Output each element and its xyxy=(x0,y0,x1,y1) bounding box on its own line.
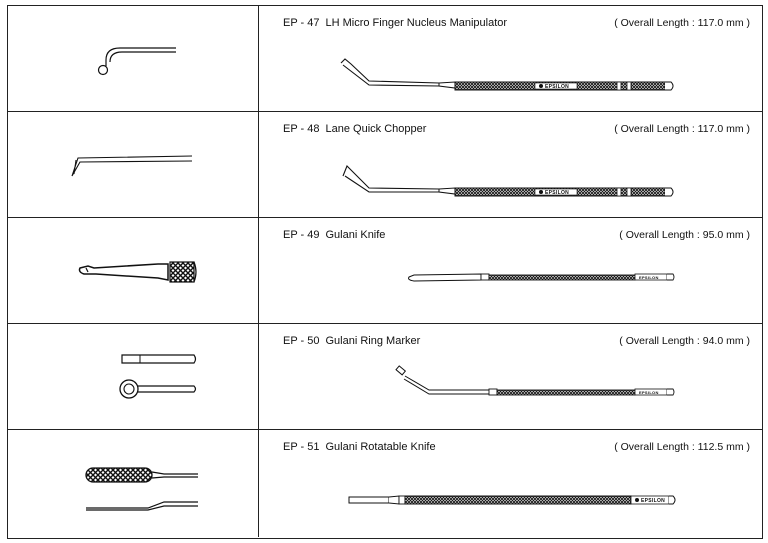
product-code: EP - 47 xyxy=(283,17,320,29)
product-name: Lane Quick Chopper xyxy=(325,123,427,135)
overall-length: ( Overall Length : 117.0 mm ) xyxy=(614,123,750,135)
overall-length: ( Overall Length : 112.5 mm ) xyxy=(614,441,750,453)
overall-length: ( Overall Length : 94.0 mm ) xyxy=(619,335,750,347)
brand-mark: EPSILON xyxy=(639,390,659,395)
product-code: EP - 51 xyxy=(283,441,320,453)
tip-detail-cell xyxy=(8,6,259,111)
tip-detail-cell xyxy=(8,112,259,217)
product-info-cell: EP - 49 Gulani Knife ( Overall Length : 9… xyxy=(259,218,762,323)
instrument-drawing-ep50: EPSILON xyxy=(395,365,675,396)
catalog-table: EP - 47 LH Micro Finger Nucleus Manipulat… xyxy=(7,5,763,539)
product-code: EP - 50 xyxy=(283,335,320,347)
product-name: Gulani Knife xyxy=(325,229,386,241)
tip-detail-cell xyxy=(8,218,259,323)
brand-mark: EPSILON xyxy=(545,190,569,196)
product-title: EP - 51 Gulani Rotatable Knife xyxy=(283,441,436,453)
instrument-drawing-ep48: EPSILON xyxy=(342,165,674,197)
instrument-drawing-ep49: EPSILON xyxy=(408,273,675,282)
product-title: EP - 50 Gulani Ring Marker xyxy=(283,335,420,347)
instrument-drawing-ep47: EPSILON xyxy=(340,58,674,91)
tip-detail-cell xyxy=(8,324,259,429)
product-title: EP - 47 LH Micro Finger Nucleus Manipulat… xyxy=(283,17,507,29)
catalog-row-ep47: EP - 47 LH Micro Finger Nucleus Manipulat… xyxy=(8,6,762,112)
brand-mark: EPSILON xyxy=(641,498,665,504)
product-info-cell: EP - 47 LH Micro Finger Nucleus Manipulat… xyxy=(259,6,762,111)
instrument-drawing-ep51: EPSILON xyxy=(348,495,676,505)
product-info-cell: EP - 50 Gulani Ring Marker ( Overall Leng… xyxy=(259,324,762,429)
product-title: EP - 49 Gulani Knife xyxy=(283,229,385,241)
catalog-row-ep48: EP - 48 Lane Quick Chopper ( Overall Leng… xyxy=(8,112,762,218)
tip-detail-ep49 xyxy=(78,261,197,283)
product-name: Gulani Ring Marker xyxy=(325,335,421,347)
catalog-row-ep51: EP - 51 Gulani Rotatable Knife ( Overall … xyxy=(8,430,762,537)
product-name: Gulani Rotatable Knife xyxy=(325,441,436,453)
brand-mark: EPSILON xyxy=(545,84,569,90)
tip-detail-ep47 xyxy=(97,47,176,76)
product-info-cell: EP - 48 Lane Quick Chopper ( Overall Leng… xyxy=(259,112,762,217)
catalog-row-ep50: EP - 50 Gulani Ring Marker ( Overall Leng… xyxy=(8,324,762,430)
product-code: EP - 48 xyxy=(283,123,320,135)
product-info-cell: EP - 51 Gulani Rotatable Knife ( Overall … xyxy=(259,430,762,537)
overall-length: ( Overall Length : 95.0 mm ) xyxy=(619,229,750,241)
product-name: LH Micro Finger Nucleus Manipulator xyxy=(325,17,508,29)
catalog-row-ep49: EP - 49 Gulani Knife ( Overall Length : 9… xyxy=(8,218,762,324)
tip-detail-ep48 xyxy=(71,155,193,177)
product-title: EP - 48 Lane Quick Chopper xyxy=(283,123,426,135)
overall-length: ( Overall Length : 117.0 mm ) xyxy=(614,17,750,29)
tip-detail-cell xyxy=(8,430,259,537)
tip-detail-ep51 xyxy=(85,467,198,511)
brand-mark: EPSILON xyxy=(639,275,659,280)
product-code: EP - 49 xyxy=(283,229,320,241)
tip-detail-ep50 xyxy=(119,354,197,399)
